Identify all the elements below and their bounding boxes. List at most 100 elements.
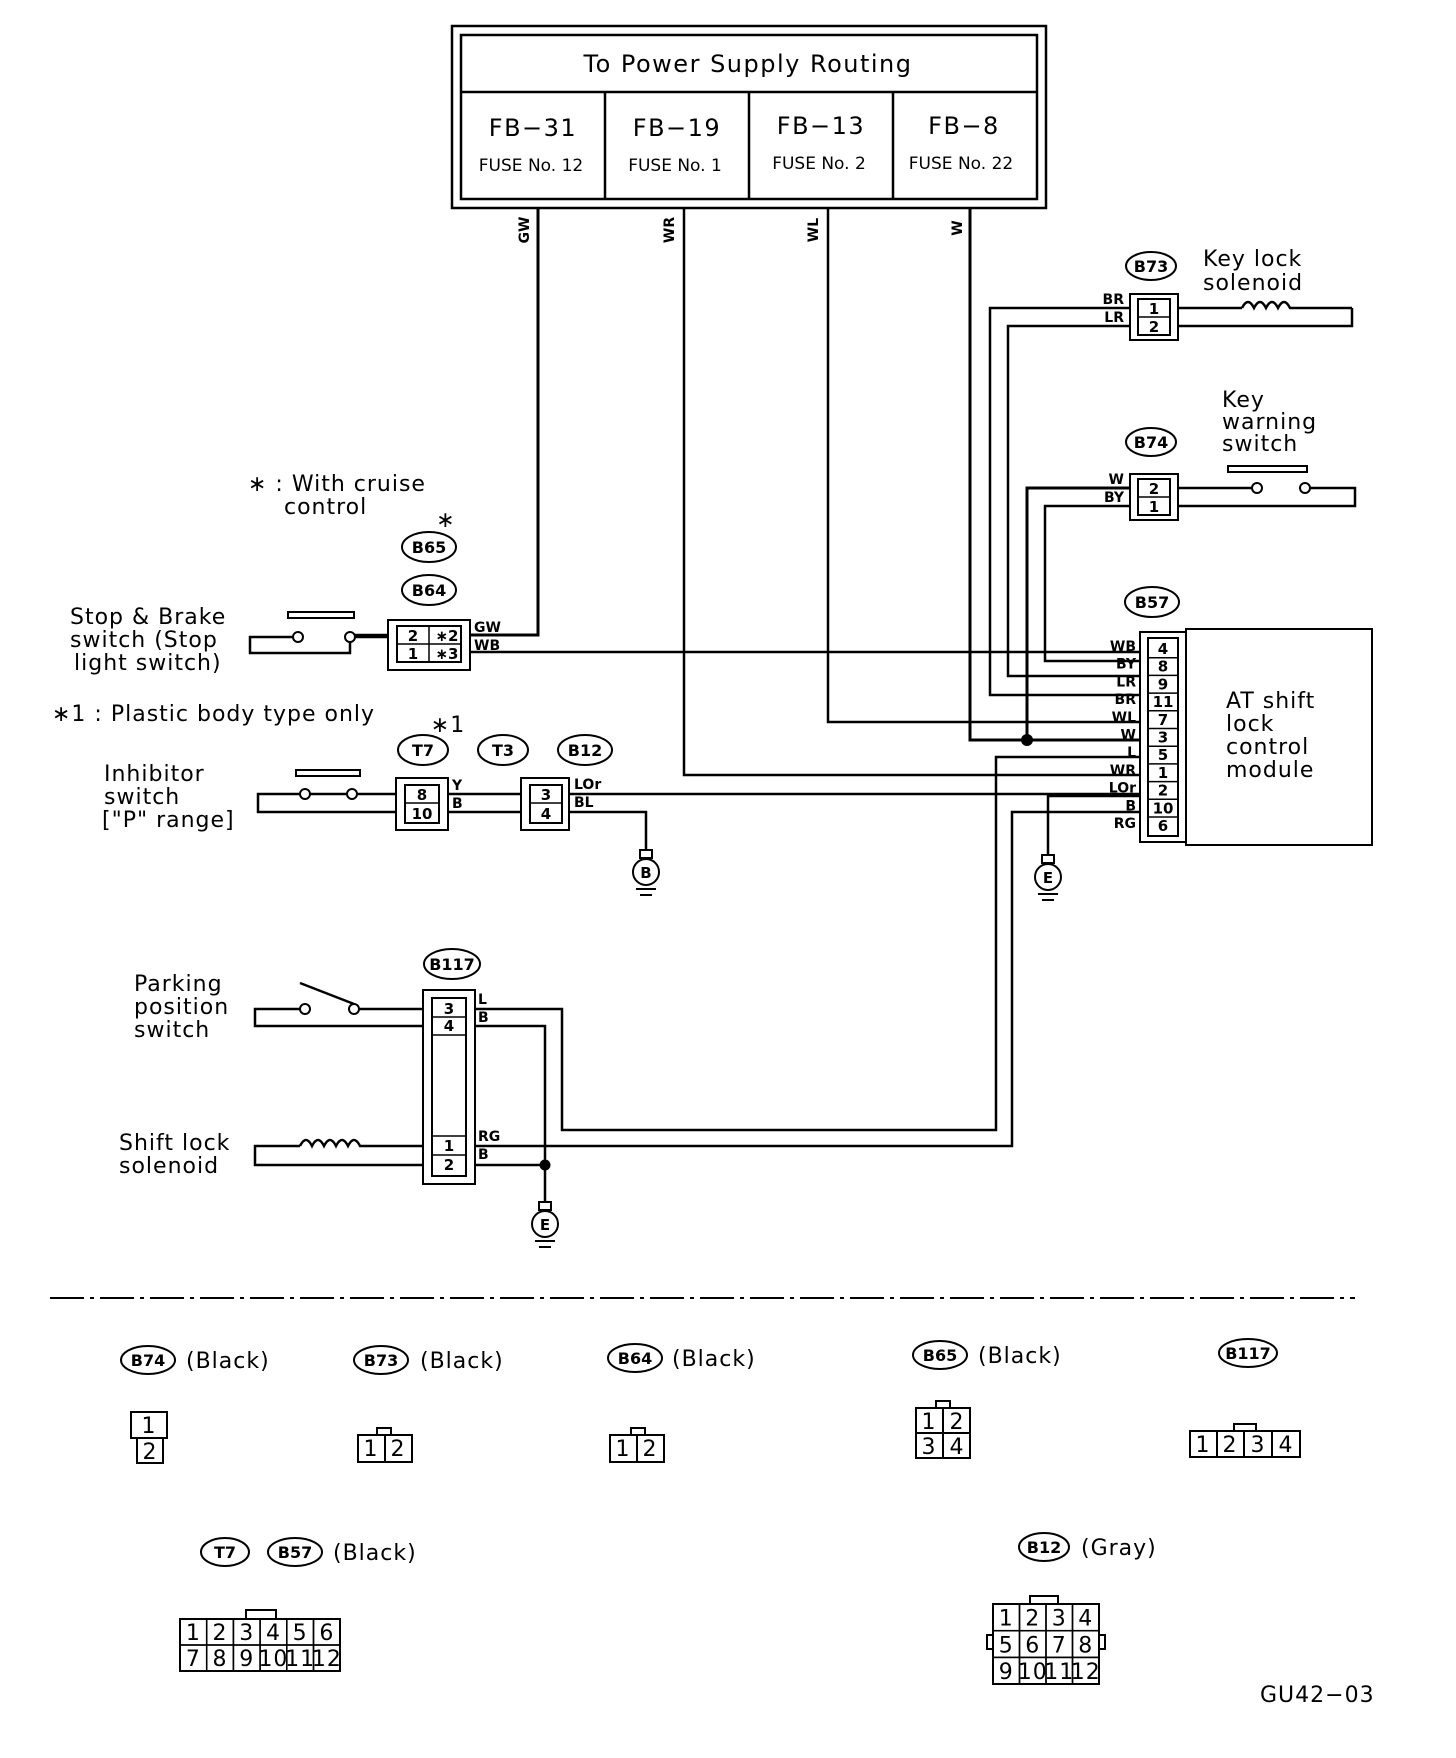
b57-pin-1: 1 bbox=[1158, 764, 1168, 782]
svg-text:∗1: ∗1 bbox=[431, 713, 465, 738]
svg-text:LOr: LOr bbox=[574, 777, 601, 793]
svg-text:(Black): (Black) bbox=[672, 1347, 756, 1372]
power-title: To Power Supply Routing bbox=[582, 50, 912, 78]
ground-e-icon: E bbox=[1034, 854, 1062, 901]
fuse12-label: FUSE No. 12 bbox=[479, 156, 583, 176]
svg-text:L: L bbox=[478, 992, 487, 1008]
b57-pin-3: 3 bbox=[1158, 729, 1168, 747]
power-supply-box: To Power Supply Routing FB−31 FUSE No. 1… bbox=[450, 24, 1048, 210]
b57-pin-8: 8 bbox=[1158, 658, 1168, 676]
legend-b12-grid-pin-1: 1 bbox=[999, 1607, 1014, 1632]
parking-label-1: Parking bbox=[134, 972, 223, 997]
key-warning-label-2: warning bbox=[1222, 410, 1317, 435]
shift-lock-coil-icon bbox=[298, 1138, 368, 1149]
svg-text:2: 2 bbox=[950, 1410, 965, 1435]
svg-text:1: 1 bbox=[364, 1437, 379, 1462]
svg-text:4: 4 bbox=[444, 1017, 454, 1035]
svg-text:RG: RG bbox=[478, 1129, 500, 1145]
svg-text:1: 1 bbox=[1196, 1433, 1211, 1458]
fuse2-label: FUSE No. 2 bbox=[772, 154, 866, 174]
parking-label-3: switch bbox=[134, 1018, 210, 1043]
svg-text:W: W bbox=[1109, 472, 1124, 488]
b57-wire-b: B bbox=[1125, 798, 1136, 814]
svg-text:B57: B57 bbox=[1135, 593, 1169, 612]
legend-b12-grid-pin-4: 4 bbox=[1078, 1607, 1093, 1632]
svg-text:4: 4 bbox=[1279, 1433, 1294, 1458]
connector-t3: T3 bbox=[477, 734, 529, 766]
svg-text:1: 1 bbox=[616, 1437, 631, 1462]
svg-text:2: 2 bbox=[1149, 480, 1159, 498]
svg-text:1: 1 bbox=[1149, 300, 1159, 318]
b57-pin-4: 4 bbox=[1158, 640, 1168, 658]
connector-b12: B12 3 4 LOr BL bbox=[520, 734, 613, 831]
svg-text:∗3: ∗3 bbox=[435, 645, 458, 663]
svg-text:1: 1 bbox=[142, 1414, 157, 1439]
legend-b57-grid-pin-7: 7 bbox=[186, 1647, 201, 1672]
connector-b64: ∗ B65 B64 2 1 ∗2 ∗3 GW WB bbox=[387, 508, 501, 671]
svg-text:BR: BR bbox=[1103, 292, 1125, 308]
b57-wire-l: L bbox=[1127, 745, 1136, 761]
inhibitor-label-1: Inhibitor bbox=[104, 762, 205, 787]
svg-text:B73: B73 bbox=[364, 1351, 398, 1370]
key-lock-label-2: solenoid bbox=[1203, 271, 1303, 296]
wire-w-top: W bbox=[950, 220, 966, 235]
svg-text:B117: B117 bbox=[429, 955, 475, 974]
b57-pin-5: 5 bbox=[1158, 746, 1168, 764]
shift-lock-label-2: solenoid bbox=[119, 1154, 219, 1179]
stop-brake-label-3: light switch) bbox=[74, 651, 222, 676]
legend-b57-grid-pin-4: 4 bbox=[266, 1621, 281, 1646]
legend-b57-grid-pin-5: 5 bbox=[293, 1621, 308, 1646]
legend-b57-grid-pin-10: 10 bbox=[258, 1647, 288, 1672]
svg-text:T7: T7 bbox=[412, 741, 434, 760]
legend-b57-grid-pin-8: 8 bbox=[213, 1647, 228, 1672]
ground-b-icon: B bbox=[632, 849, 660, 896]
wire-gw-top: GW bbox=[517, 217, 533, 244]
svg-text:(Black): (Black) bbox=[186, 1349, 270, 1374]
svg-text:(Black): (Black) bbox=[333, 1541, 417, 1566]
legend-b65: B65 (Black) 1 2 3 4 bbox=[912, 1340, 1061, 1460]
svg-text:(Gray): (Gray) bbox=[1081, 1536, 1157, 1561]
wire-wl-top: WL bbox=[806, 218, 822, 242]
svg-text:B74: B74 bbox=[1134, 433, 1168, 452]
svg-text:2: 2 bbox=[408, 627, 418, 645]
b57-pin-2: 2 bbox=[1158, 782, 1168, 800]
legend-b12-grid-pin-8: 8 bbox=[1078, 1633, 1093, 1658]
b57-pin-10: 10 bbox=[1153, 799, 1174, 817]
svg-text:B57: B57 bbox=[278, 1543, 312, 1562]
legend-b12-grid-pin-9: 9 bbox=[999, 1660, 1014, 1685]
legend-b57-grid-pin-11: 11 bbox=[285, 1647, 315, 1672]
svg-text:B64: B64 bbox=[618, 1349, 652, 1368]
stop-brake-label-1: Stop & Brake bbox=[70, 605, 226, 630]
svg-text:E: E bbox=[540, 1216, 550, 1234]
legend-b57-grid-pin-2: 2 bbox=[213, 1621, 228, 1646]
svg-text:B64: B64 bbox=[412, 581, 446, 600]
svg-text:4: 4 bbox=[950, 1435, 965, 1460]
cruise-note-1: ∗ : With cruise bbox=[248, 472, 426, 497]
b57-wire-wr: WR bbox=[1110, 763, 1136, 779]
b57-wire-lr: LR bbox=[1116, 674, 1136, 690]
svg-text:3: 3 bbox=[444, 1000, 454, 1018]
legend-b12-grid-pin-12: 12 bbox=[1071, 1660, 1101, 1685]
connector-t7: ∗1 T7 8 10 Y B bbox=[395, 713, 465, 831]
svg-text:2: 2 bbox=[444, 1156, 454, 1174]
b57-wire-lor: LOr bbox=[1109, 781, 1136, 797]
wire-wr-top: WR bbox=[662, 217, 678, 243]
svg-text:B74: B74 bbox=[131, 1351, 165, 1370]
connector-b57: B57 AT shift lock control module bbox=[1124, 586, 1373, 846]
parking-switch-icon bbox=[299, 981, 360, 1015]
svg-text:1: 1 bbox=[408, 645, 418, 663]
connector-b117: B117 3 4 1 2 L B RG B bbox=[422, 948, 500, 1185]
svg-text:B: B bbox=[640, 864, 651, 882]
b57-wire-wb: WB bbox=[1110, 639, 1136, 655]
b57-pin-6: 6 bbox=[1158, 817, 1168, 835]
svg-text:B: B bbox=[478, 1147, 489, 1163]
svg-text:BY: BY bbox=[1104, 490, 1125, 506]
svg-text:LR: LR bbox=[1104, 310, 1124, 326]
figure-code: GU42−03 bbox=[1260, 1683, 1375, 1708]
fuse22-label: FUSE No. 22 bbox=[909, 154, 1013, 174]
svg-text:1: 1 bbox=[1149, 498, 1159, 516]
ground-e2-icon: E bbox=[531, 1201, 559, 1248]
